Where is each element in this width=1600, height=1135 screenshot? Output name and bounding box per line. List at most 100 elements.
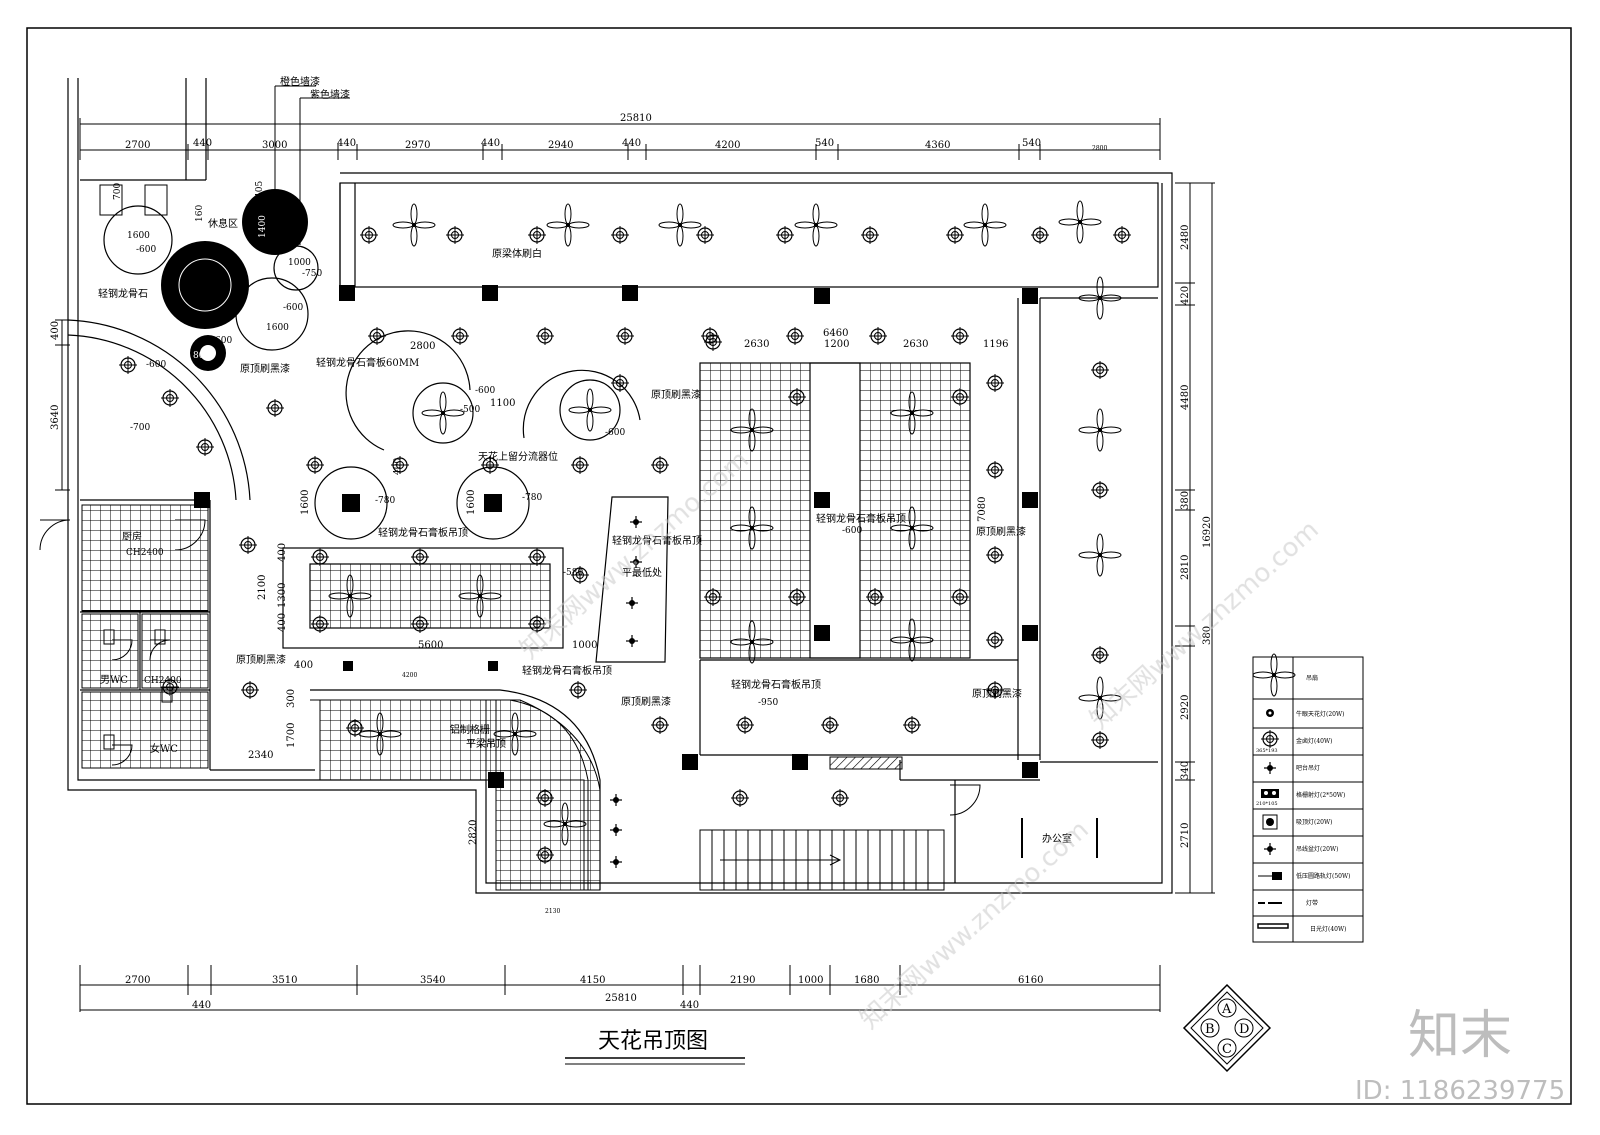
- tube-icon: [1257, 923, 1289, 929]
- dim-top-total: 25810: [620, 113, 652, 124]
- dim-inner-4: 1200: [824, 339, 849, 350]
- legend-label-9: 日光灯(40W): [1310, 925, 1346, 933]
- dim-right-3: 380: [1180, 491, 1191, 510]
- label-ch2400-wc: CH2400: [144, 676, 182, 686]
- dim-top-3: 440: [337, 138, 356, 149]
- label-office: 办公室: [1042, 832, 1072, 845]
- label-black-paint-4: 原顶刷黑漆: [621, 695, 671, 708]
- dim-right-7: 340: [1180, 761, 1191, 780]
- dim-right-8: 2710: [1180, 823, 1191, 848]
- level-950: -950: [758, 698, 778, 708]
- fixtures-wc: [103, 629, 173, 750]
- label-female-wc: 女WC: [150, 742, 178, 755]
- drawing-title: 天花吊顶图: [598, 1029, 708, 1054]
- dim-inner-24: 1600: [266, 323, 289, 333]
- dim-inner-29: 160: [195, 205, 205, 222]
- dim-right-4: 2810: [1180, 555, 1191, 580]
- label-diffuser: 天花上留分流器位: [478, 450, 558, 463]
- dim-bottom-sub-0: 440: [192, 1000, 211, 1011]
- dim-top-7: 440: [622, 138, 641, 149]
- dim-top-10: 4360: [925, 140, 950, 151]
- dim-inner-28: 405: [255, 181, 265, 198]
- dim-inner-11: 400: [277, 543, 288, 562]
- dim-bottom-total: 25810: [605, 993, 637, 1004]
- suspended-ceiling-frames: [282, 362, 971, 659]
- level-600-e: -600: [475, 386, 495, 396]
- level-780-a: -780: [375, 496, 395, 506]
- label-black-paint-1: 原顶刷黑漆: [240, 362, 290, 375]
- watermark-brand: 知末: [1408, 1006, 1512, 1066]
- label-ch2400-kitchen: CH2400: [126, 548, 164, 558]
- level-600-g: -600: [842, 526, 862, 536]
- dim-right-total: 16920: [1202, 516, 1213, 548]
- dim-right-2: 4480: [1180, 385, 1191, 410]
- label-steel-ceiling-1: 轻钢龙骨石膏板吊顶: [378, 526, 468, 539]
- legend-label-2: 金卤灯(40W): [1296, 737, 1332, 745]
- bar-ceiling-outline: [595, 496, 669, 663]
- label-lowest: 平最低处: [622, 566, 662, 579]
- right-dimension-chain: [1175, 182, 1215, 894]
- ceiling-lamp-icon: [1262, 814, 1278, 830]
- stairs: [699, 829, 945, 891]
- round-ceiling-drums: [103, 189, 319, 371]
- dim-bottom-2: 3540: [420, 975, 445, 986]
- dim-bottom-4: 2190: [730, 975, 755, 986]
- dim-inner-14: 1600: [300, 490, 311, 515]
- building-walls: [67, 78, 1173, 894]
- watermark-diagonal-1: 知末网www.znzmo.com: [855, 815, 1095, 1035]
- dim-top-9: 540: [815, 138, 834, 149]
- dim-bottom-1: 3510: [272, 975, 297, 986]
- label-alu-grid: 铝制格栅: [450, 723, 490, 736]
- legend-label-8: 灯带: [1306, 899, 1318, 907]
- dim-left-1: 3640: [50, 405, 61, 430]
- dim-inner-26: 1000: [288, 258, 311, 268]
- dim-inner-10: 2100: [257, 575, 268, 600]
- dim-right-5: 380: [1202, 626, 1213, 645]
- dim-inner-16: 400: [294, 660, 313, 671]
- label-beam-white: 原梁体刷白: [492, 247, 542, 260]
- dim-right-0: 2480: [1180, 225, 1191, 250]
- watermark-id: ID: 1186239775: [1355, 1076, 1565, 1106]
- level-580: -580: [563, 568, 583, 578]
- logo-letter-c: C: [1222, 1042, 1232, 1057]
- dim-top-4: 2970: [405, 140, 430, 151]
- label-male-wc: 男WC: [100, 674, 128, 686]
- dim-inner-18: 300: [286, 689, 297, 708]
- label-black-paint-5: 原顶刷黑漆: [976, 525, 1026, 538]
- dim-inner-25: 1400: [258, 215, 268, 238]
- dim-inner-12: 1300: [277, 583, 288, 608]
- dim-inner-27: 800: [193, 351, 210, 361]
- dim-inner-6: 1196: [983, 339, 1008, 350]
- label-orange-paint: 橙色墙漆: [280, 75, 320, 88]
- hatched-strip: [829, 756, 903, 770]
- dim-inner-8: 5600: [418, 640, 443, 651]
- dim-bottom-5: 1000: [798, 975, 823, 986]
- doors: [39, 184, 981, 816]
- dim-bottom-3: 4150: [580, 975, 605, 986]
- dim-bottom-7: 6160: [1018, 975, 1043, 986]
- dim-bottom-6: 1680: [854, 975, 879, 986]
- dim-right-1: 420: [1180, 286, 1191, 305]
- dim-inner-7: 7080: [977, 497, 988, 522]
- label-black-paint-6: 原顶刷黑漆: [972, 687, 1022, 700]
- level-600-c: -600: [146, 360, 166, 370]
- dim-inner-23: 1600: [127, 231, 150, 241]
- top-dimension-chain: [79, 118, 1161, 160]
- legend-label-4: 格栅射灯(2*50W): [1296, 791, 1345, 799]
- legend-label-0: 吊扇: [1306, 674, 1318, 682]
- legend-size-0: 365*193: [1256, 748, 1278, 754]
- dim-inner-1: 1100: [490, 398, 515, 409]
- legend-table: 吊扇 牛眼天花灯(20W) 金卤灯(40W) 吧台吊灯 格栅射灯(2*50W) …: [1252, 653, 1364, 943]
- legend-label-5: 吸顶灯(20W): [1296, 818, 1332, 826]
- dim-inner-31: 400: [393, 458, 403, 475]
- office-fixtures: [1021, 818, 1098, 858]
- dim-top-11: 540: [1022, 138, 1041, 149]
- logo-letter-d: D: [1239, 1022, 1249, 1037]
- dim-inner-3: 2630: [744, 339, 769, 350]
- level-700: -700: [130, 423, 150, 433]
- label-steel-ceiling-4: 轻钢龙骨石膏板吊顶: [522, 664, 612, 677]
- curved-ceiling-edge: [310, 689, 601, 890]
- dim-inner-22: 2130: [545, 908, 560, 915]
